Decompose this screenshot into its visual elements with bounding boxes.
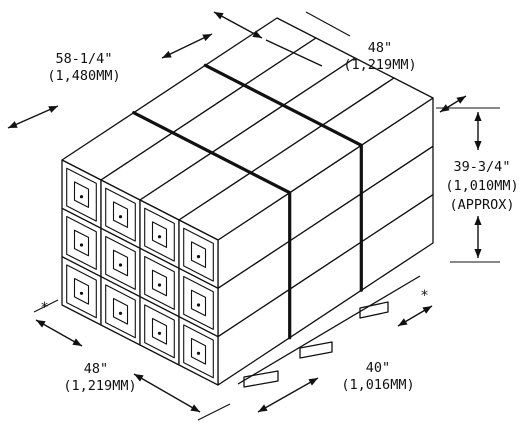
dim-height-lower-arrow-end [474, 249, 482, 258]
dim-top-left-upper-arrow-start [162, 50, 172, 58]
box-label [151, 269, 168, 297]
dim-top-right-upper-line [213, 11, 263, 39]
box-label [151, 221, 168, 248]
box-label-dot [79, 243, 84, 247]
dim-top-left-lower-arrow-end [48, 106, 58, 113]
box-label [112, 249, 129, 277]
dim-bottom-right-metric: (1,016MM) [341, 377, 414, 393]
pallet-base-edge [237, 275, 421, 385]
box-label [73, 181, 90, 208]
pallet-skid [243, 370, 279, 388]
pallet-skid [299, 341, 333, 359]
box-label [190, 289, 207, 317]
dim-top-left-upper-line [161, 33, 213, 59]
box-label-dot [79, 291, 84, 295]
dim-top-right-upper-arrow-start [214, 12, 224, 20]
dim-bottom-left-lower-line [133, 373, 201, 413]
strap-band [132, 111, 292, 340]
box-stack [61, 17, 434, 388]
dim-top-left-lower-line [7, 105, 59, 129]
box-label-dot [118, 215, 123, 219]
dim-top-right-lower-arrow-end [456, 96, 466, 104]
dim-bottom-right-upper-arrow-end [422, 306, 432, 314]
dim-bottom-right-upper-arrow-start [398, 318, 408, 326]
dim-top-right-metric: (1,219MM) [343, 57, 416, 73]
dim-top-left-lower-arrow-start [8, 121, 18, 128]
strapping [132, 63, 363, 340]
dim-bottom-left-upper-arrow-start [36, 320, 46, 328]
asterisk-left-marker: * [41, 300, 48, 316]
dim-bottom-left-upper-arrow-end [72, 338, 82, 346]
box-label [73, 229, 90, 257]
box-label-dot [118, 311, 123, 315]
dimension-lines [7, 11, 500, 421]
dim-bottom-right-lower-arrow-end [308, 378, 318, 386]
pallet-skid [359, 301, 389, 319]
box-label-dot [157, 331, 162, 335]
box-label-dot [196, 255, 201, 259]
box-label [190, 241, 207, 268]
dim-height-upper-arrow-start [474, 112, 482, 121]
ext-top-right-a [305, 11, 351, 37]
dim-bottom-left-metric: (1,219MM) [63, 378, 136, 394]
dim-top-left-metric: (1,480MM) [47, 68, 120, 84]
dim-top-right-imperial: 48" [368, 40, 392, 56]
dim-bottom-right-lower-line [257, 377, 319, 413]
dim-height-imperial: 39-3/4" [454, 159, 511, 175]
dim-top-left-imperial: 58-1/4" [56, 51, 113, 67]
front-face [61, 159, 219, 386]
box-label [151, 317, 168, 345]
pallet-skids [237, 275, 421, 388]
box-label-dot [118, 263, 123, 267]
ext-bottom-left-b [197, 403, 231, 421]
strap-band [203, 63, 363, 292]
dim-bottom-right-imperial: 40" [366, 360, 390, 376]
dim-top-left-upper-arrow-end [202, 34, 212, 42]
box-label-dot [157, 235, 162, 239]
box-label-dot [79, 195, 84, 199]
box-label-dot [157, 283, 162, 287]
box-label [112, 297, 129, 325]
dim-height-note: (APPROX) [449, 197, 514, 213]
box-label-dot [196, 351, 201, 355]
dim-bottom-left-imperial: 48" [84, 361, 108, 377]
top-face [61, 17, 434, 241]
asterisk-right-marker: * [421, 288, 428, 304]
box-label-dot [196, 303, 201, 307]
box-label [190, 337, 207, 365]
dim-height-metric: (1,010MM) [445, 178, 518, 194]
box-label [73, 277, 90, 305]
dim-height-lower-arrow-start [474, 216, 482, 225]
dim-bottom-left-lower-arrow-start [134, 374, 144, 382]
ext-bottom-left-a [33, 299, 59, 313]
dim-top-right-mid [265, 39, 323, 67]
dim-bottom-right-lower-arrow-start [258, 404, 268, 412]
dim-height-upper-arrow-end [474, 141, 482, 150]
box-label [112, 201, 129, 228]
dim-bottom-left-lower-arrow-end [190, 404, 200, 412]
dim-top-right-upper-arrow-end [252, 30, 262, 38]
